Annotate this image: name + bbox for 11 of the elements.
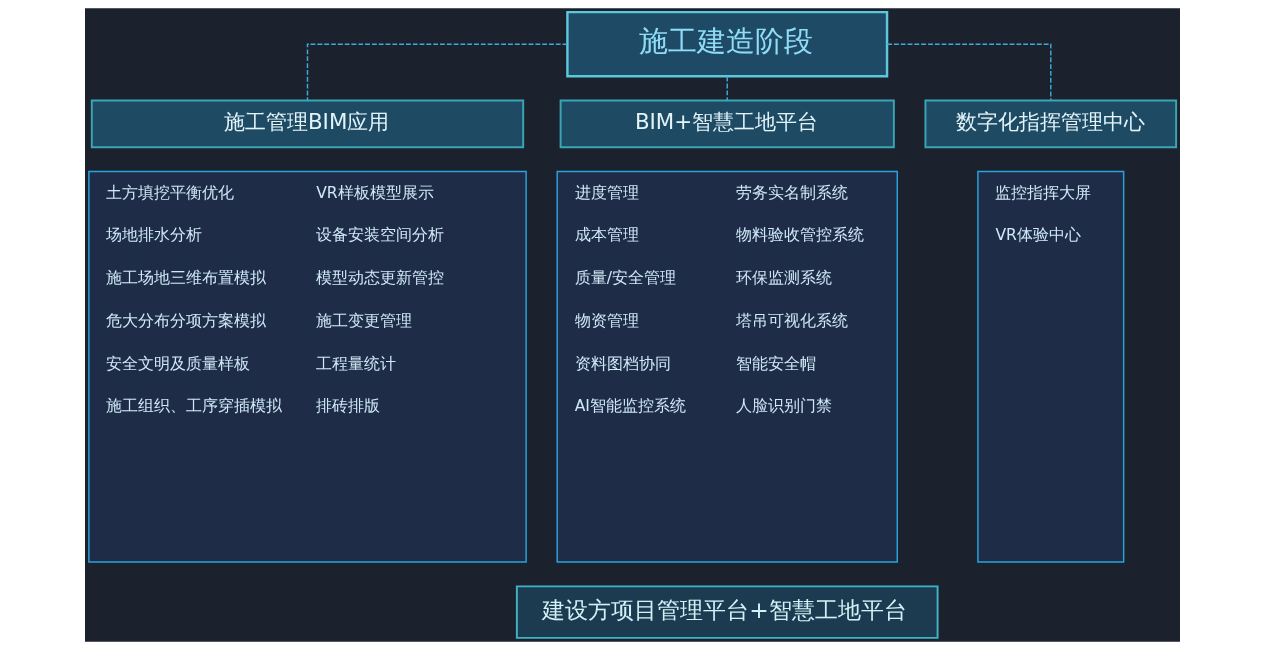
node-box: 施工管理BIM应用 [90, 99, 524, 149]
connector [885, 43, 1051, 102]
node-box: 监控指挥大屏 VR体验中心 [976, 170, 1124, 563]
node-box: 进度管理 劳务实名制系统 成本管理 物料验收管控系统 质量/安全管理 环保监测系统 物资管理 塔吊可视化系统 资料图档协同 智能安全帽 AI智能监控系统 人脸识别门禁 [555, 170, 898, 563]
node-box: BIM+智慧工地平台 [559, 99, 895, 149]
node-box: 土方填挖平衡优化 VR样板模型展示 场地排水分析 设备安装空间分析 施工场地三维布置模拟 模型动态更新管控 危大分布分项方案模拟 施工变更管理 安全文明及质量样板 工程量统计 施工组织、工序穿插模拟 排砖排版 [87, 170, 527, 563]
node-box: 施工建造阶段 [565, 10, 888, 78]
node-box: 建设方项目管理平台+智慧工地平台 [515, 585, 939, 639]
node-box: 数字化指挥管理中心 [923, 99, 1177, 149]
connector [726, 75, 728, 102]
connector [306, 43, 568, 102]
